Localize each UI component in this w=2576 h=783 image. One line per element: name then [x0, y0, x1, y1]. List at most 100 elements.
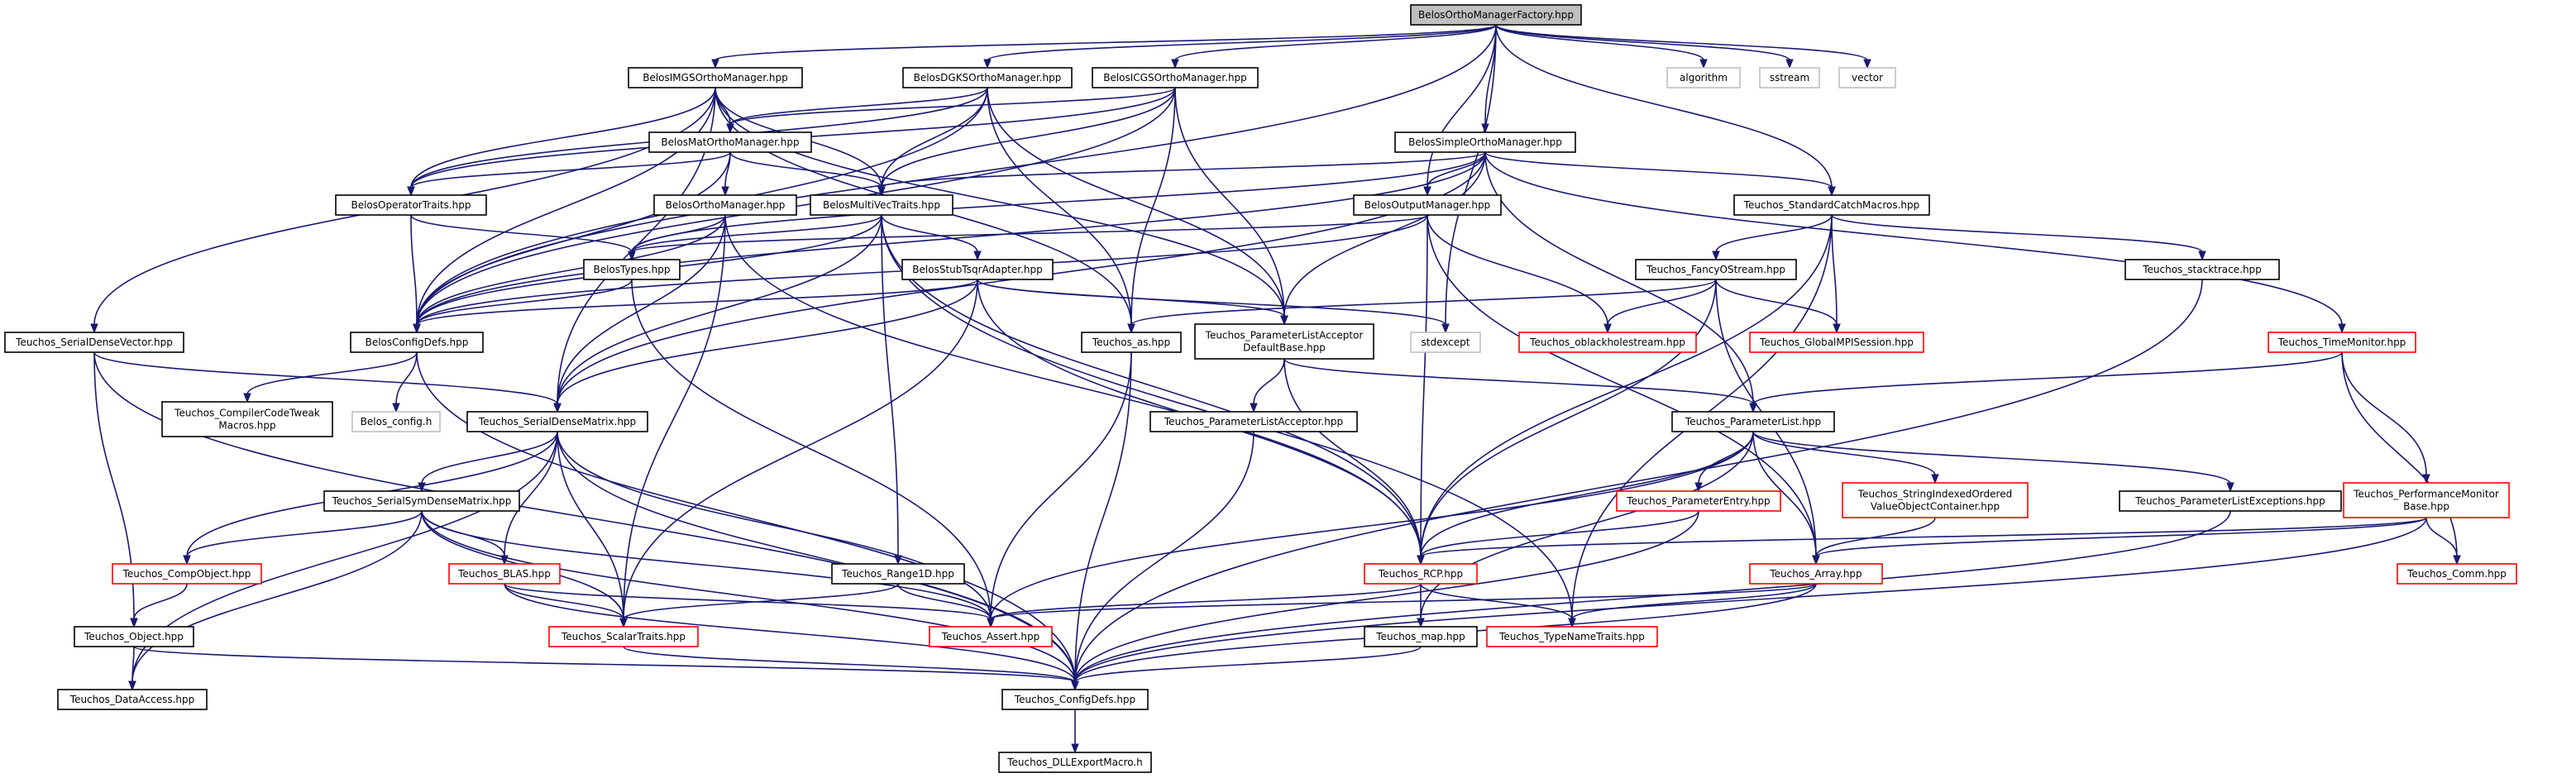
node-sdVector[interactable]: Teuchos_SerialDenseVector.hpp	[4, 332, 184, 353]
node-label: Teuchos_CompilerCodeTweak	[174, 408, 320, 419]
node-algorithm[interactable]: algorithm	[1666, 67, 1741, 88]
node-box	[2268, 332, 2416, 353]
node-symDense[interactable]: Teuchos_SerialSymDenseMatrix.hpp	[323, 490, 520, 512]
edge-arrowhead	[987, 618, 995, 628]
node-assert[interactable]: Teuchos_Assert.hpp	[929, 626, 1053, 647]
edge-line	[1715, 214, 1833, 253]
node-types[interactable]: BelosTypes.hpp	[583, 259, 681, 280]
edge-array-to-assert	[987, 583, 1817, 628]
node-fancy[interactable]: Teuchos_FancyOStream.hpp	[1635, 259, 1797, 280]
node-scalarTraits[interactable]: Teuchos_ScalarTraits.hpp	[548, 626, 699, 647]
edge-line	[131, 646, 135, 683]
edge-arrowhead	[726, 123, 734, 134]
node-as[interactable]: Teuchos_as.hpp	[1081, 332, 1182, 353]
edge-simple-to-timeMon	[1484, 151, 2346, 334]
edge-line	[186, 510, 423, 557]
node-sdMatrix[interactable]: Teuchos_SerialDenseMatrix.hpp	[466, 411, 648, 432]
node-sstream[interactable]: sstream	[1759, 67, 1820, 88]
node-output[interactable]: BelosOutputManager.hpp	[1353, 194, 1502, 216]
node-label: Teuchos_BLAS.hpp	[457, 568, 551, 580]
edge-line	[990, 351, 1132, 620]
edge-timeMon-to-perfMon	[2341, 351, 2430, 485]
node-box	[1410, 332, 1481, 353]
edge-line	[1752, 431, 1936, 476]
edge-line	[557, 214, 882, 405]
node-label: Teuchos_DataAccess.hpp	[69, 694, 194, 705]
edge-line	[1253, 358, 1285, 405]
node-label: Teuchos_ConfigDefs.hpp	[1014, 694, 1135, 705]
node-stubTsqr[interactable]: BelosStubTsqrAdapter.hpp	[901, 259, 1054, 280]
edge-arrowhead	[90, 323, 98, 334]
edge-matortho-to-opTraits	[407, 151, 731, 197]
node-array[interactable]: Teuchos_Array.hpp	[1749, 563, 1883, 585]
node-dllExport[interactable]: Teuchos_DLLExportMacro.h	[998, 752, 1152, 773]
edge-line	[631, 279, 992, 620]
node-teuchosConfig[interactable]: Teuchos_ConfigDefs.hpp	[1001, 689, 1149, 710]
node-label: BelosOrthoManagerFactory.hpp	[1418, 9, 1574, 21]
node-configDefs[interactable]: BelosConfigDefs.hpp	[350, 332, 484, 353]
node-comm[interactable]: Teuchos_Comm.hpp	[2397, 563, 2517, 585]
edge-line	[504, 431, 558, 557]
node-plAcceptor[interactable]: Teuchos_ParameterListAcceptor.hpp	[1149, 411, 1358, 432]
node-label: BelosOrthoManager.hpp	[666, 199, 786, 211]
node-box	[1194, 323, 1374, 360]
node-paramList[interactable]: Teuchos_ParameterList.hpp	[1671, 411, 1835, 432]
edge-sdVector-to-sdMatrix	[93, 351, 562, 413]
node-blas[interactable]: Teuchos_BLAS.hpp	[448, 563, 561, 585]
node-typeName[interactable]: Teuchos_TypeNameTraits.hpp	[1486, 626, 1658, 647]
node-orthoMgr[interactable]: BelosOrthoManager.hpp	[653, 194, 797, 216]
node-plaDefault[interactable]: Teuchos_ParameterListAcceptorDefaultBase…	[1194, 323, 1374, 360]
node-belosConfigH[interactable]: Belos_config.h	[351, 411, 441, 432]
edge-as-to-assert	[987, 351, 1132, 628]
edge-perfMon-to-teuchosConfig	[1071, 517, 2427, 691]
edge-icgs-to-matortho	[726, 87, 1176, 134]
node-root[interactable]: BelosOrthoManagerFactory.hpp	[1410, 4, 1582, 26]
node-box	[1353, 194, 1502, 216]
node-paramEntry[interactable]: Teuchos_ParameterEntry.hpp	[1616, 490, 1781, 512]
node-object[interactable]: Teuchos_Object.hpp	[74, 626, 194, 647]
node-catch[interactable]: Teuchos_StandardCatchMacros.hpp	[1733, 194, 1930, 216]
edge-arrowhead	[1417, 618, 1425, 628]
node-icgs[interactable]: BelosICGSOrthoManager.hpp	[1092, 67, 1259, 88]
edge-array-to-typeName	[1568, 583, 1817, 628]
edge-line	[1752, 431, 1817, 557]
edge-object-to-dataAccess	[128, 646, 136, 691]
node-opTraits[interactable]: BelosOperatorTraits.hpp	[335, 194, 487, 216]
edge-line	[504, 583, 1076, 683]
edge-line	[1495, 24, 1704, 61]
edge-line	[1420, 279, 1717, 557]
node-box	[1842, 482, 2029, 518]
edge-line	[1174, 24, 1497, 61]
node-imgs[interactable]: BelosIMGSOrthoManager.hpp	[628, 67, 803, 88]
node-range1d[interactable]: Teuchos_Range1D.hpp	[831, 563, 965, 585]
edge-line	[881, 214, 899, 557]
edge-line	[631, 214, 726, 253]
node-oblackhole[interactable]: Teuchos_oblackholestream.hpp	[1518, 332, 1697, 353]
node-box	[1666, 67, 1741, 88]
node-label: DefaultBase.hpp	[1243, 342, 1326, 354]
node-compObject[interactable]: Teuchos_CompObject.hpp	[112, 563, 262, 585]
node-timeMon[interactable]: Teuchos_TimeMonitor.hpp	[2268, 332, 2416, 353]
node-vector[interactable]: vector	[1838, 67, 1896, 88]
node-plExceptions[interactable]: Teuchos_ParameterListExceptions.hpp	[2119, 490, 2342, 512]
node-label: Teuchos_ParameterListExceptions.hpp	[2134, 495, 2325, 507]
node-stdexcept[interactable]: stdexcept	[1410, 332, 1481, 353]
node-multiVec[interactable]: BelosMultiVecTraits.hpp	[810, 194, 953, 216]
edge-line	[416, 279, 633, 326]
edge-arrowhead	[1699, 59, 1708, 69]
edge-line	[557, 431, 992, 620]
node-dgks[interactable]: BelosDGKSOrthoManager.hpp	[902, 67, 1073, 88]
edge-plAcceptor-to-teuchosConfig	[1071, 431, 1255, 691]
node-globalMPI[interactable]: Teuchos_GlobalMPISession.hpp	[1749, 332, 1924, 353]
node-matortho[interactable]: BelosMatOrthoManager.hpp	[648, 131, 812, 153]
node-dataAccess[interactable]: Teuchos_DataAccess.hpp	[57, 689, 208, 710]
node-simple[interactable]: BelosSimpleOrthoManager.hpp	[1394, 131, 1576, 153]
node-strIdx[interactable]: Teuchos_StringIndexedOrderedValueObjectC…	[1842, 482, 2029, 518]
node-box	[831, 563, 965, 585]
node-rcp[interactable]: Teuchos_RCP.hpp	[1364, 563, 1478, 585]
edge-line	[557, 279, 978, 405]
node-stacktrace[interactable]: Teuchos_stacktrace.hpp	[2124, 259, 2280, 280]
node-map[interactable]: Teuchos_map.hpp	[1364, 626, 1478, 647]
